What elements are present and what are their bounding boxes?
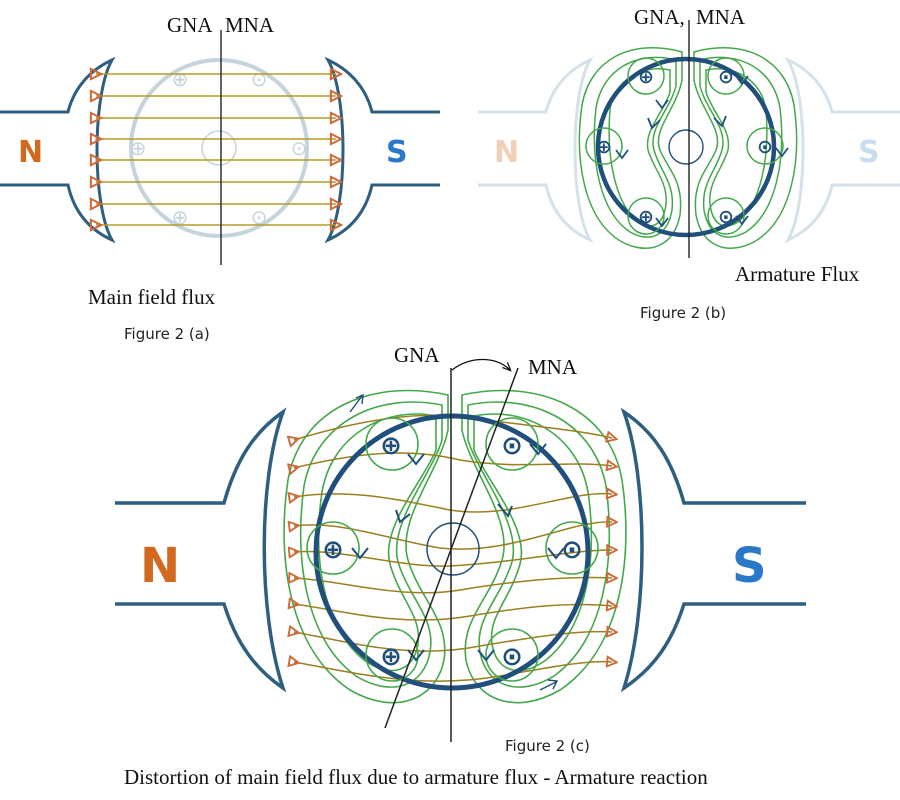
flux-direction-arrows [615,75,789,228]
north-pole-label: N [18,135,43,170]
conductor-out-icon: ⊙ [501,642,523,672]
figure-title: Armature Flux [735,262,860,286]
armature-rotor [129,58,309,238]
armature-flux-loops [578,47,798,249]
figure-title: Main field flux [88,285,216,309]
north-pole-label: N [140,538,180,594]
mna-label: MNA [528,355,578,379]
conductor-out-icon: ⊙ [561,535,583,565]
figure-title: Distortion of main field flux due to arm… [124,765,708,789]
flux-arrow [539,679,559,691]
conductor-out-icon: ⊙ [251,67,268,91]
south-pole-label: S [858,135,880,170]
gna-label: GNA, [634,5,685,29]
conductor-rings [585,57,784,235]
north-pole [115,407,287,693]
conductor-into-icon: ⊕ [172,67,189,91]
mna-label: MNA [696,5,746,29]
mna-label: MNA [225,13,275,37]
conductor-out-icon: ⊙ [718,66,734,88]
conductor-out-icon: ⊙ [718,206,734,228]
figure-2c-armature-reaction: ⊕ ⊙ ⊕ ⊙ ⊕ ⊙ GNA MNA N S Figure 2 (c [115,343,806,789]
north-pole [478,56,594,244]
armature-rotor [595,56,777,238]
conductors: ⊕ ⊙ ⊕ ⊙ ⊕ ⊙ [596,66,773,228]
shaft [668,129,704,165]
gna-label: GNA [167,13,213,37]
south-pole-label: S [386,135,408,170]
shaft [426,522,480,576]
conductor-rings [306,417,599,682]
south-pole [784,56,900,244]
south-pole-label: S [732,538,767,594]
conductor-into-icon: ⊕ [380,431,402,461]
flux-direction-arrows [351,443,565,662]
south-pole [324,56,440,244]
conductors: ⊕ ⊙ ⊕ ⊙ ⊕ ⊙ [322,431,583,672]
conductor-out-icon: ⊙ [501,431,523,461]
figure-2a-main-field-flux: ⊕ ⊙ ⊕ ⊙ ⊕ ⊙ GNA MNA N S Main field flux … [0,13,440,343]
flux-arrow [349,393,364,413]
conductor-into-icon: ⊕ [596,136,612,158]
figure-2b-armature-flux: N S ⊕ ⊙ ⊕ ⊙ ⊕ ⊙ [478,5,900,322]
figure-caption: Figure 2 (a) [124,325,210,343]
south-pole [620,407,806,693]
mna-axis [384,367,519,729]
north-pole-label: N [494,135,519,170]
gna-label: GNA [394,343,440,367]
conductor-into-icon: ⊕ [638,66,654,88]
axis-shift-arrow [451,358,510,371]
north-pole [0,56,116,244]
main-field-lines [96,74,336,225]
conductor-into-icon: ⊕ [322,535,344,565]
conductor-out-icon: ⊙ [757,136,773,158]
figure-caption: Figure 2 (b) [640,304,726,322]
conductor-into-icon: ⊕ [638,206,654,228]
figure-caption: Figure 2 (c) [505,737,590,755]
armature-rotor [313,413,591,691]
conductor-into-icon: ⊕ [380,642,402,672]
